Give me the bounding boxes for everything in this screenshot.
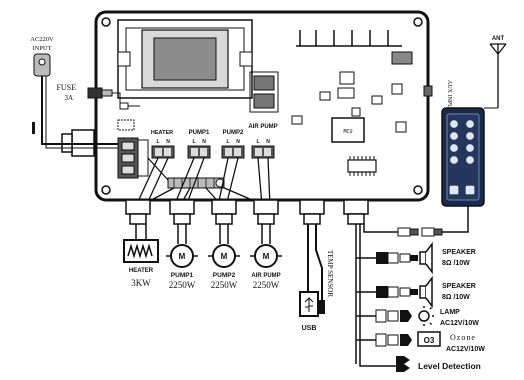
regulator-component	[391, 51, 413, 65]
level-detection-label: Level Detection	[418, 361, 481, 371]
screw-hole-tl	[101, 17, 111, 27]
load-pump1-power: 2250W	[169, 280, 196, 290]
ozone-connector	[375, 333, 412, 347]
relay-header-air-pump: AIR PUMP	[248, 124, 277, 130]
power-terminal-block	[117, 137, 149, 179]
power-input-label: INPUT	[32, 45, 51, 52]
relay-frame	[249, 71, 279, 113]
speaker2-icon	[419, 275, 433, 309]
fuse-icon	[87, 87, 113, 99]
svg-text:L: L	[226, 139, 229, 145]
ozone-icon	[417, 331, 441, 347]
control-panel-buttons[interactable]	[449, 120, 475, 195]
ln-labels: L N L N L N L N	[156, 139, 270, 145]
output-harness	[355, 224, 398, 367]
speaker1-spec: 8Ω /10W	[442, 260, 470, 267]
speaker1-icon	[419, 241, 433, 275]
load-air-pump-power: 2250W	[253, 280, 280, 290]
svg-text:N: N	[236, 139, 240, 145]
aux-input-label: AUX INPUT	[446, 80, 452, 113]
ozone-spec: AC12V/10W	[446, 346, 485, 353]
load-air-pump-label: AIR PUMP	[251, 273, 280, 279]
heater-element-icon	[123, 224, 159, 263]
svg-text:N: N	[166, 139, 170, 145]
screw-hole-br	[413, 185, 423, 195]
speaker1-connector	[376, 252, 418, 264]
usb-connector-icon	[299, 291, 319, 317]
cable-marker	[32, 122, 35, 134]
load-pump1-label: PUMP1	[171, 272, 194, 279]
air-pump-motor-icon	[250, 224, 282, 268]
pump1-motor-symbol: M	[179, 252, 186, 261]
power-plug-icon	[33, 53, 51, 77]
relay-header-pump2: PUMP2	[223, 130, 244, 136]
svg-text:N: N	[266, 139, 270, 145]
ozone-symbol: O3	[424, 336, 435, 345]
temp-sensor-probe	[319, 300, 325, 314]
level-detection-probes	[396, 356, 410, 372]
pump2-motor-icon	[208, 224, 240, 268]
svg-text:N: N	[202, 139, 206, 145]
air-pump-motor-symbol: M	[263, 252, 270, 261]
relay-header-pump1: PUMP1	[189, 130, 210, 136]
panel-cable-connector	[397, 227, 443, 237]
board-components	[291, 71, 407, 133]
svg-text:L: L	[156, 139, 159, 145]
power-cable	[41, 76, 118, 145]
power-voltage: AC220V	[30, 36, 54, 43]
screw-hole-bl	[101, 185, 111, 195]
pump2-motor-symbol: M	[221, 252, 228, 261]
control-panel	[441, 107, 485, 207]
mcu-label: MCU	[343, 129, 352, 135]
cable-glands	[125, 199, 369, 225]
speaker2-name: SPEAKER	[442, 283, 476, 290]
lamp-name: LAMP	[440, 309, 460, 316]
relay-block-lower	[253, 93, 275, 109]
fuse-rating: 3A	[64, 94, 73, 102]
fuse-terminal	[119, 102, 129, 110]
mcu-chip	[331, 117, 365, 143]
temp-sensor-cable	[315, 224, 323, 308]
lamp-spec: AC12V/10W	[440, 320, 479, 327]
load-heater-label: HEATER	[129, 268, 154, 274]
antenna-label: ANT	[492, 36, 505, 42]
load-heater-power: 3KW	[131, 278, 151, 288]
speaker2-spec: 8Ω /10W	[442, 294, 470, 301]
svg-text:L: L	[192, 139, 195, 145]
speaker1-name: SPEAKER	[442, 249, 476, 256]
fuse-holder	[117, 119, 135, 131]
screw-hole-tr	[413, 17, 423, 27]
relay-header-heater: HEATER	[151, 130, 173, 136]
fuse-label: FUSE	[56, 83, 76, 92]
heatsink	[296, 30, 402, 47]
usb-label: USB	[302, 325, 317, 332]
aux-input-connector	[423, 85, 433, 97]
panel-cable	[442, 206, 469, 233]
temp-sensor-label: TEMP SENSOR	[326, 250, 334, 297]
relay-block-upper	[253, 75, 275, 91]
ozone-name: Ozone	[450, 333, 476, 342]
lamp-icon	[418, 306, 434, 326]
pump1-motor-icon	[166, 224, 198, 268]
antenna-icon	[489, 43, 507, 108]
load-pump2-label: PUMP2	[213, 272, 236, 279]
ic-chip	[347, 156, 377, 176]
power-cable-2	[45, 76, 118, 149]
relay-terminals	[151, 145, 275, 159]
speaker2-connector	[376, 286, 418, 298]
load-pump2-power: 2250W	[211, 280, 238, 290]
transformer	[117, 19, 253, 99]
lamp-connector	[375, 309, 412, 323]
svg-text:L: L	[256, 139, 259, 145]
fuse-wire	[112, 92, 140, 107]
